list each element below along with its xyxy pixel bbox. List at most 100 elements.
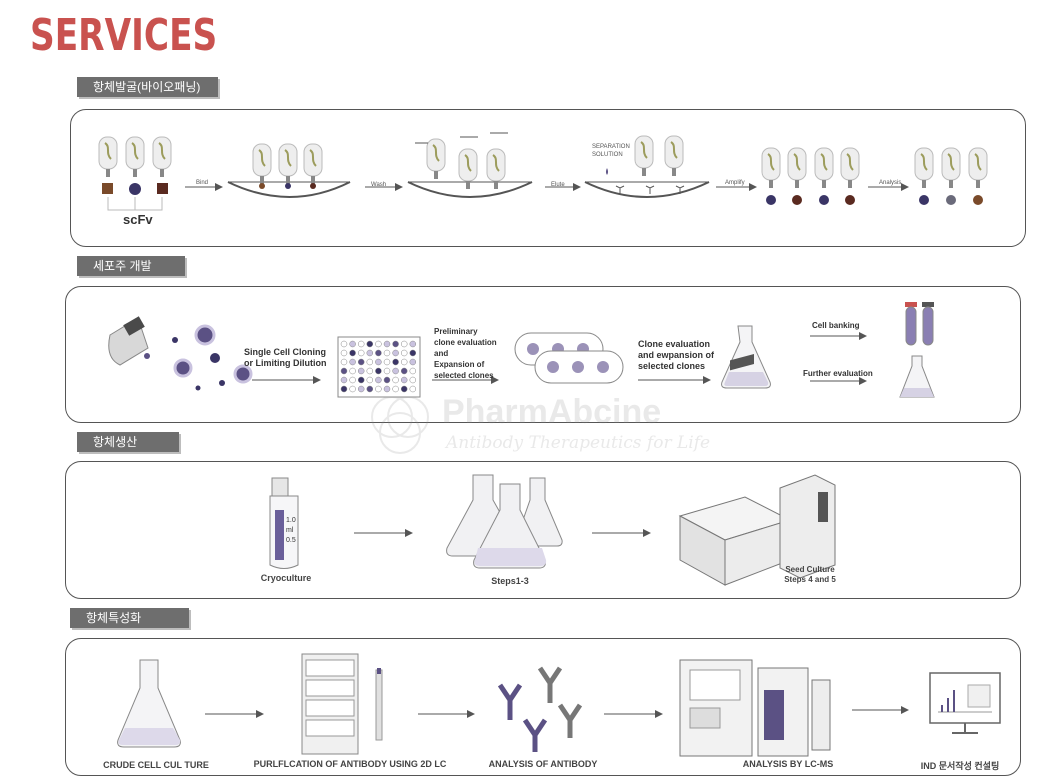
watermark: PharmAbcine Antibody Therapeutics for Li…: [368, 393, 738, 463]
well: [392, 358, 399, 366]
well: [392, 385, 399, 393]
well: [383, 367, 391, 375]
antibody-icon: [497, 666, 583, 752]
steps-label: Steps1-3: [491, 576, 529, 586]
well: [349, 367, 356, 375]
well: [409, 385, 417, 393]
well: [366, 349, 374, 357]
bioreactor-icon: [678, 353, 836, 586]
flasks-icon: [446, 474, 563, 569]
well: [383, 385, 391, 393]
well: [357, 385, 365, 393]
ind-label: IND 문서작성 컨설팅: [920, 761, 1000, 771]
step-label-bind: Bind: [196, 180, 209, 186]
well: [349, 358, 356, 366]
well: [392, 340, 399, 348]
step-label-wash: Wash: [371, 182, 387, 188]
watermark-brand: PharmAbcine: [442, 393, 662, 431]
section-tag-production: 항체생산: [77, 432, 179, 452]
well: [349, 376, 356, 384]
well: [375, 385, 382, 393]
monitor-icon: [929, 672, 1001, 734]
well: [400, 358, 408, 366]
well: [400, 349, 408, 357]
well: [400, 385, 408, 393]
well: [349, 340, 356, 348]
watermark-tagline: Antibody Therapeutics for Life: [446, 433, 711, 453]
analysis-antibody-label: ANALYSIS OF ANTIBODY: [488, 759, 598, 769]
well-plate: [337, 336, 421, 398]
page-title: SERVICES: [30, 10, 218, 61]
well: [409, 376, 417, 384]
well: [357, 349, 365, 357]
well: [409, 349, 417, 357]
step-label-analysis: Analysis: [879, 180, 902, 186]
amplify-phages: [761, 147, 860, 205]
well: [340, 376, 348, 384]
cryoculture-label: Cryoculture: [260, 573, 312, 583]
well: [340, 358, 348, 366]
well: [366, 358, 374, 366]
banking-tubes-icon: [905, 302, 934, 346]
well: [357, 376, 365, 384]
evaluation-flask-icon: [899, 355, 935, 398]
section-tag-cellline: 세포주 개발: [77, 256, 185, 276]
culture-dishes: [514, 332, 624, 384]
step-label-amplify: Amplify: [725, 180, 745, 186]
well: [383, 349, 391, 357]
well: [349, 385, 356, 393]
well: [392, 367, 399, 375]
well: [383, 340, 391, 348]
well: [392, 376, 399, 384]
well: [375, 349, 382, 357]
cell-cluster: [172, 324, 253, 391]
well: [357, 367, 365, 375]
well: [383, 358, 391, 366]
section-tag-discovery: 항체발굴(바이오패닝): [77, 77, 218, 97]
well: [349, 349, 356, 357]
well: [400, 376, 408, 384]
cryotube-icon: [269, 477, 299, 569]
well: [409, 358, 417, 366]
further-evaluation-label: Further evaluation: [803, 369, 873, 378]
section-tag-characterization: 항체특성화: [70, 608, 189, 628]
well: [375, 340, 382, 348]
well: [400, 340, 408, 348]
well: [375, 358, 382, 366]
lcms-instrument-icon: [679, 659, 831, 757]
phage-group-initial: [98, 136, 172, 211]
well: [340, 340, 348, 348]
well: [357, 340, 365, 348]
crude-culture-label: CRUDE CELL CUL TURE: [103, 760, 209, 770]
bind-dish: [227, 143, 351, 198]
crude-flask-icon: [117, 659, 181, 748]
well: [340, 385, 348, 393]
well: [366, 385, 374, 393]
lc-system-icon: [301, 653, 383, 755]
well: [375, 376, 382, 384]
well: [366, 367, 374, 375]
panel-characterization: [65, 638, 1021, 776]
well: [392, 349, 399, 357]
well: [383, 376, 391, 384]
wash-dish: [407, 132, 533, 198]
elute-dish: [584, 135, 710, 198]
well: [357, 358, 365, 366]
well: [400, 367, 408, 375]
cell-tube-icon: [108, 316, 150, 366]
lcms-label: ANALYSIS BY LC-MS: [742, 759, 834, 769]
step-label-elute: Elute: [551, 182, 565, 188]
well: [366, 376, 374, 384]
cell-banking-label: Cell banking: [812, 321, 860, 330]
well: [375, 367, 382, 375]
purification-label: PURLFLCATION OF ANTIBODY USING 2D LC: [253, 759, 447, 769]
well: [366, 340, 374, 348]
analysis-phages: [914, 147, 988, 205]
well: [340, 349, 348, 357]
